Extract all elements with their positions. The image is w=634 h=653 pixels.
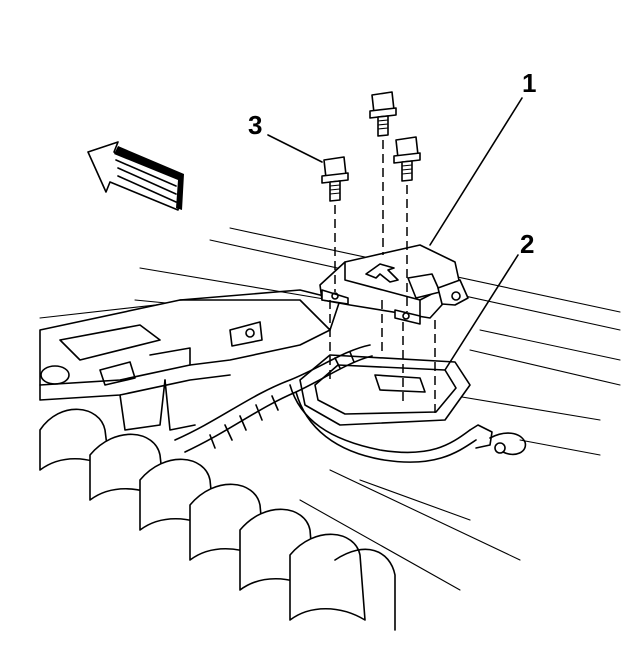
- forward-direction-arrow-icon: [87, 141, 184, 211]
- sensor-mounting-recess: [299, 354, 471, 426]
- bolt-left: [321, 156, 349, 202]
- floor-pan-lines: [39, 227, 621, 591]
- wiring-harness-route: [174, 344, 527, 463]
- mounting-bolts: [321, 91, 436, 415]
- callout-2-label: 2: [520, 229, 534, 259]
- bolt-middle: [369, 91, 397, 137]
- sensor-module: [319, 244, 469, 325]
- corrugated-floor-ribs: [39, 408, 396, 631]
- floor-cross-member: [39, 289, 341, 431]
- callout-3-label: 3: [248, 110, 262, 140]
- bolt-right: [393, 136, 421, 182]
- module-direction-arrow-icon: [365, 263, 399, 283]
- callout-1-label: 1: [522, 68, 536, 98]
- callout-leaders: [267, 97, 523, 371]
